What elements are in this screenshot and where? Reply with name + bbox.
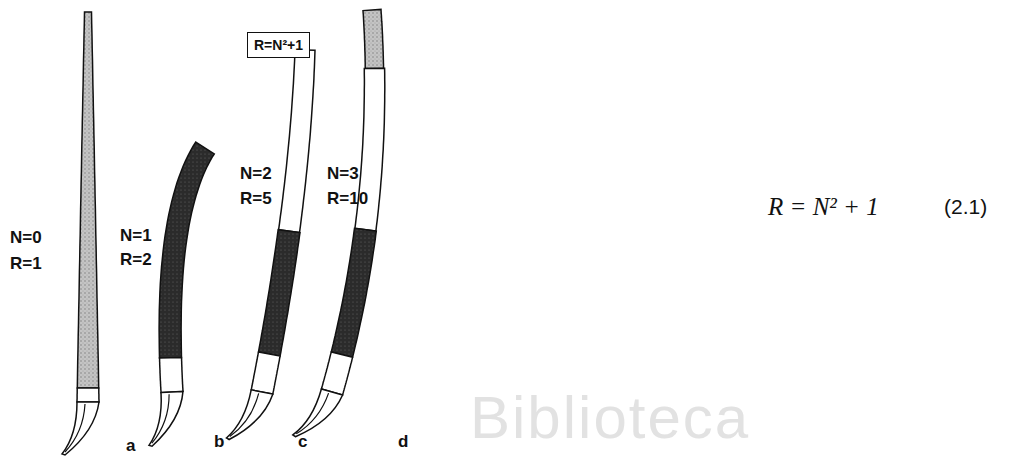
- claw: [146, 391, 186, 446]
- formula-box: R=N²+1: [247, 32, 310, 58]
- appendage-segment: [363, 9, 384, 68]
- appendage-segment: [331, 228, 376, 357]
- count-label: N=1: [120, 226, 152, 246]
- appendage-segment: [251, 352, 280, 394]
- appendage-segment: [279, 50, 315, 233]
- panel-letter: b: [214, 432, 224, 452]
- appendage-segment: [259, 230, 301, 356]
- count-label: R=2: [120, 250, 152, 270]
- claw: [62, 402, 99, 455]
- appendage-segment: [321, 352, 352, 395]
- watermark: Biblioteca: [470, 383, 750, 452]
- claw: [226, 387, 273, 446]
- count-label: R=5: [240, 189, 272, 209]
- equation-number: (2.1): [944, 195, 987, 219]
- appendage-segment: [77, 12, 98, 388]
- panel-letter: d: [398, 432, 408, 452]
- panel-letter: a: [126, 436, 135, 456]
- appendage-segment: [77, 388, 99, 402]
- equation: R = N² + 1: [768, 193, 879, 221]
- panel-letter: c: [298, 432, 307, 452]
- count-label: N=2: [240, 164, 272, 184]
- count-label: R=1: [10, 254, 42, 274]
- appendage-segment: [159, 142, 214, 358]
- count-label: N=0: [10, 228, 42, 248]
- count-label: N=3: [327, 164, 359, 184]
- appendage-segment: [160, 357, 184, 392]
- count-label: R=10: [327, 189, 368, 209]
- formula-text: R=N²+1: [254, 37, 303, 53]
